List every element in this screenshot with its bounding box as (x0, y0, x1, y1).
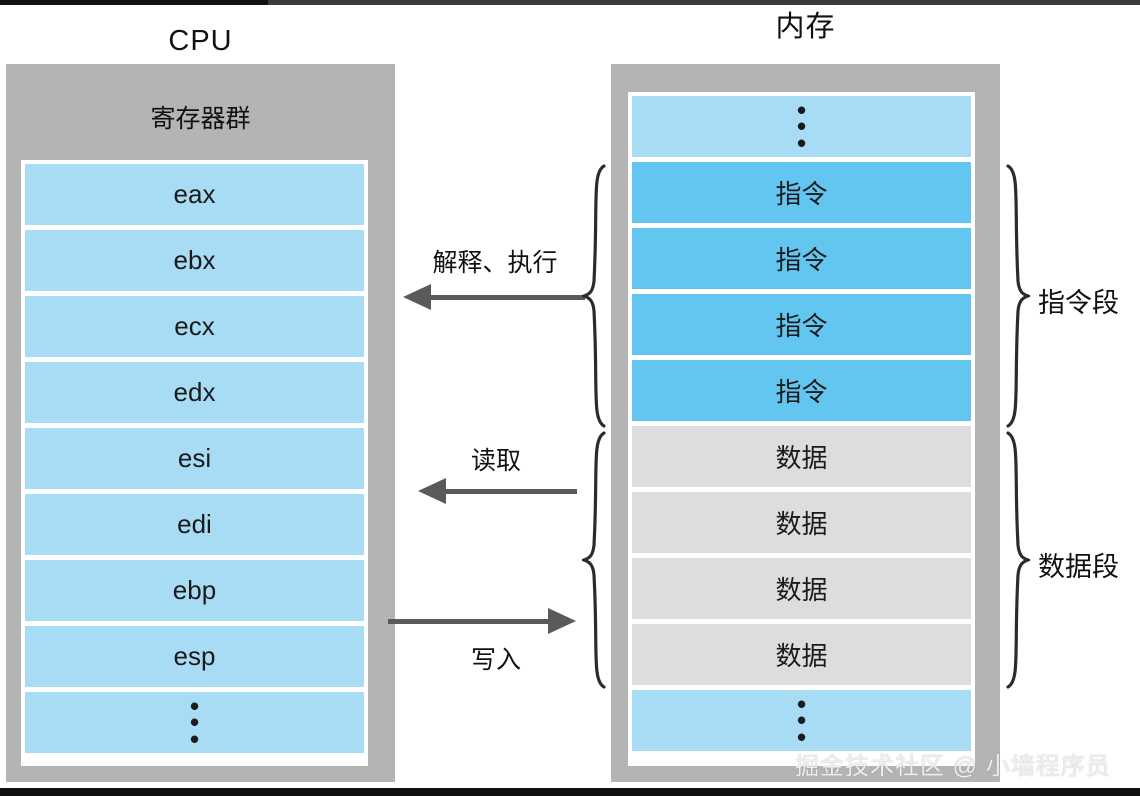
memory-title: 内存 (775, 11, 836, 43)
memory-cell: 指令 (632, 162, 971, 223)
memory-cell-list: •••指令指令指令指令数据数据数据数据••• (628, 92, 975, 766)
register-cell: ebx (25, 230, 364, 291)
segment-label-data: 数据段 (1038, 552, 1119, 582)
register-cell: edx (25, 362, 364, 423)
register-label: esp (173, 641, 216, 671)
memory-cell: 指令 (632, 294, 971, 355)
memory-label: 数据 (775, 509, 828, 539)
register-cell: esi (25, 428, 364, 489)
memory-label: 数据 (775, 575, 828, 605)
memory-cell: 数据 (632, 558, 971, 619)
arrow-line-write (388, 619, 548, 624)
arrow-line-read (445, 489, 577, 494)
arrow-head-write (548, 608, 576, 634)
top-edge-strip-grey (268, 0, 1140, 5)
memory-label: 指令 (775, 377, 828, 407)
brace-data-left (582, 431, 606, 689)
arrow-label-interpret-execute: 解释、执行 (432, 249, 558, 277)
memory-label: 指令 (775, 245, 828, 275)
register-cell: edi (25, 494, 364, 555)
register-cell: ecx (25, 296, 364, 357)
watermark: 掘金技术社区 @ 小墙程序员 (795, 753, 1111, 780)
register-cell: ebp (25, 560, 364, 621)
register-ellipsis-cell: ••• (25, 692, 364, 753)
memory-label: 数据 (775, 641, 828, 671)
memory-label: 指令 (775, 311, 828, 341)
memory-label: 数据 (775, 443, 828, 473)
arrow-head-read (418, 478, 446, 504)
register-list: eax ebx ecx edx esi edi ebp esp ••• (21, 160, 368, 766)
arrow-line-interpret-execute (430, 295, 585, 300)
memory-cell: 数据 (632, 426, 971, 487)
memory-ellipsis-cell: ••• (632, 96, 971, 157)
register-group-title: 寄存器群 (150, 105, 251, 133)
memory-cell: 数据 (632, 492, 971, 553)
segment-label-instruction: 指令段 (1038, 288, 1119, 318)
vertical-ellipsis-icon: ••• (189, 691, 200, 754)
memory-cell: 指令 (632, 228, 971, 289)
memory-ellipsis-cell: ••• (632, 690, 971, 751)
arrow-label-write: 写入 (470, 646, 521, 674)
register-label: ebx (173, 245, 216, 275)
cpu-title: CPU (168, 25, 233, 57)
brace-instruction-left (582, 164, 606, 428)
register-label: eax (173, 179, 216, 209)
brace-instruction-right (1006, 164, 1030, 428)
register-cell: esp (25, 626, 364, 687)
register-label: ecx (174, 311, 215, 341)
brace-data-right (1006, 431, 1030, 689)
arrow-label-read: 读取 (470, 447, 521, 475)
vertical-ellipsis-icon: ••• (796, 95, 807, 158)
arrow-head-interpret-execute (403, 284, 431, 310)
register-label: ebp (172, 575, 217, 605)
bottom-edge-strip (0, 788, 1140, 796)
memory-label: 指令 (775, 179, 828, 209)
register-label: edi (177, 509, 212, 539)
memory-cell: 数据 (632, 624, 971, 685)
register-label: edx (173, 377, 216, 407)
memory-cell: 指令 (632, 360, 971, 421)
vertical-ellipsis-icon: ••• (796, 689, 807, 752)
register-cell: eax (25, 164, 364, 225)
register-label: esi (177, 443, 212, 473)
